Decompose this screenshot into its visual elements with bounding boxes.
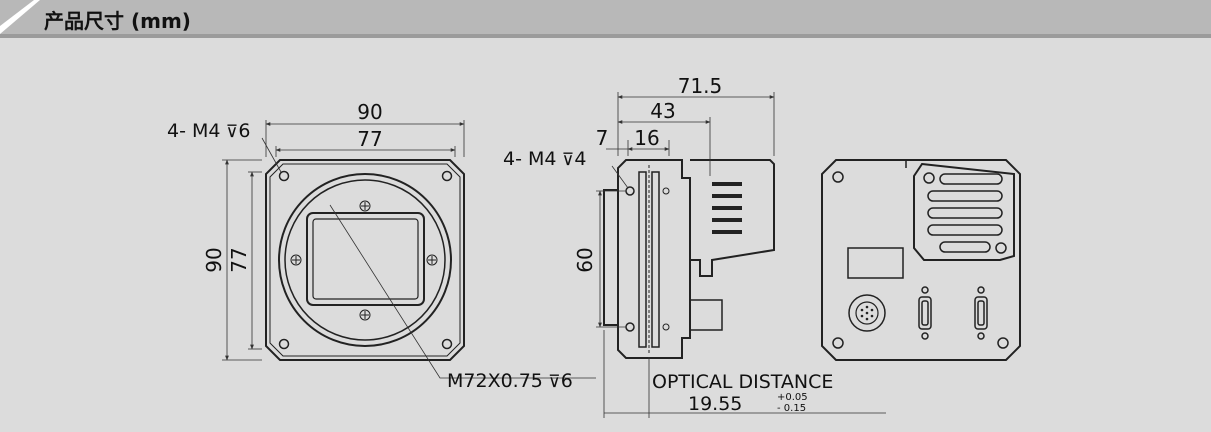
rear-body-outline: [821, 159, 1021, 361]
side-total-depth-label: 71.5: [678, 74, 723, 98]
data-connector-right: [974, 286, 988, 340]
front-holes-callout: 4- M4 ⊽6: [167, 120, 250, 142]
side-hole-top-2: [662, 187, 670, 195]
power-connector-pins: [860, 305, 874, 321]
rear-view: [821, 159, 1021, 361]
side-holes-leader: [611, 165, 629, 189]
front-view: 90 77 90 77 4- M4 ⊽6 M72X0.75 ⊽6: [167, 100, 596, 392]
side-hole-bottom: [625, 322, 635, 332]
mount-thread-leader: [329, 204, 596, 379]
rear-heatsink-screw-top: [923, 172, 935, 184]
front-height-dimension: [222, 159, 262, 361]
side-lens-flange: [603, 189, 619, 326]
rear-hole-br: [997, 337, 1009, 349]
side-depth-dimensions: [596, 92, 886, 418]
data-connector-left: [918, 286, 932, 340]
rear-heatsink-panel: [913, 162, 1015, 261]
lens-mount-ring-inner: [284, 179, 446, 341]
front-height-inner-label: 77: [227, 247, 251, 272]
side-flange-plate-a: [638, 171, 647, 348]
front-width-dimension: [265, 120, 465, 157]
side-body-depth-label: 43: [650, 99, 675, 123]
rear-hole-bl: [832, 337, 844, 349]
side-main-body: [617, 159, 691, 359]
front-body-outline: [265, 159, 465, 361]
front-body-inner-outline: [269, 163, 461, 357]
mount-screw-icons: [290, 200, 438, 321]
header-bar: [0, 0, 1211, 34]
section-header: 产品尺寸 (mm): [0, 0, 1211, 40]
rear-label-area: [847, 247, 904, 279]
power-connector-inner: [855, 301, 879, 325]
lens-mount-ring-outer: [278, 173, 452, 347]
side-holes-callout: 4- M4 ⊽4: [503, 148, 586, 170]
optical-tolerance-minus: - 0.15: [777, 403, 806, 414]
header-underline: [0, 34, 1211, 38]
side-hole-top: [625, 186, 635, 196]
front-hole-bl: [278, 338, 290, 350]
optical-distance-value: 19.55: [688, 393, 742, 415]
side-heatsink-fins: [712, 182, 742, 234]
front-hole-br: [441, 338, 453, 350]
side-heatsink-block: [690, 159, 775, 277]
front-width-outer-label: 90: [357, 100, 382, 124]
front-width-inner-label: 77: [357, 127, 382, 151]
header-slash-icon: [0, 0, 40, 34]
rear-heatsink-screw-bottom: [995, 242, 1007, 254]
power-connector-outer: [848, 294, 886, 332]
side-hole-bottom-2: [662, 323, 670, 331]
side-flange-depth-label: 16: [634, 126, 659, 150]
side-flange-plate-b: [651, 171, 660, 348]
side-connector-stub: [689, 299, 723, 331]
optical-distance-label: OPTICAL DISTANCE: [652, 371, 833, 393]
mount-thread-callout: M72X0.75 ⊽6: [447, 370, 573, 392]
optical-tolerance-plus: +0.05: [777, 392, 808, 403]
front-hole-tl: [278, 170, 290, 182]
side-hole-spacing-label: 60: [573, 247, 597, 272]
rear-hole-tl: [832, 171, 844, 183]
front-hole-tr: [441, 170, 453, 182]
sensor-window-inner: [312, 218, 419, 300]
front-height-outer-label: 90: [202, 247, 226, 272]
rear-heatsink-fins: [927, 173, 1003, 253]
side-flange-offset-label: 7: [596, 126, 609, 150]
front-holes-leader: [261, 137, 282, 173]
sensor-window-outer: [306, 212, 425, 306]
side-view: 71.5 43 16 7 60 4- M4 ⊽4 OPTICAL DISTANC…: [503, 74, 886, 418]
section-title: 产品尺寸 (mm): [44, 9, 191, 33]
